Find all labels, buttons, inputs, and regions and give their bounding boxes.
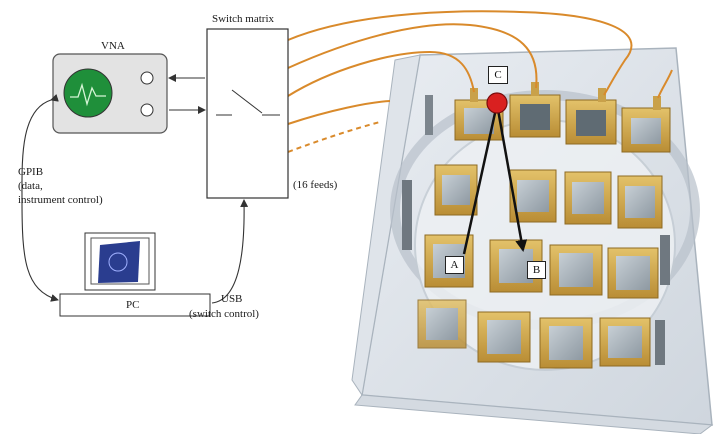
mount-bracket [425,95,433,135]
antenna-tile [478,312,530,362]
point-b-label: B [527,261,546,279]
mount-bracket [402,180,412,250]
connector [653,96,661,110]
usb-label-line1: USB [221,293,242,306]
vna-screen [64,69,112,117]
feed-cable-dashed [288,122,380,152]
vna-port-2 [141,104,153,116]
vna-label: VNA [101,40,125,53]
antenna-tile [510,95,560,137]
antenna-tile [418,300,466,348]
switch-matrix-box [207,29,288,198]
usb-link [212,200,244,303]
mount-bracket [655,320,665,365]
feed-cable [288,101,390,124]
transmit-antenna-marker [487,93,507,113]
antenna-tile [566,100,616,144]
point-c-label: C [488,66,508,84]
antenna-tile [622,108,670,152]
connector [531,82,539,96]
pc-label: PC [126,299,139,312]
feeds-label: (16 feeds) [293,179,337,192]
antenna-tile [608,248,658,298]
vna-instrument [53,54,167,133]
mount-bracket [660,235,670,285]
vna-port-1 [141,72,153,84]
usb-label-line2: (switch control) [189,308,259,321]
point-a-label: A [445,256,464,274]
switch-matrix [207,29,288,198]
gpib-label-line3: instrument control) [18,194,103,207]
gpib-label-line1: GPIB [18,166,43,179]
antenna-tile [550,245,602,295]
antenna-tile [600,318,650,366]
antenna-tile [540,318,592,368]
gpib-label-line2: (data, [18,180,43,193]
antenna-tile [435,165,477,215]
antenna-tile [565,172,611,224]
pc-screen-image [98,241,140,283]
switch-matrix-label: Switch matrix [212,13,274,26]
antenna-tile [618,176,662,228]
